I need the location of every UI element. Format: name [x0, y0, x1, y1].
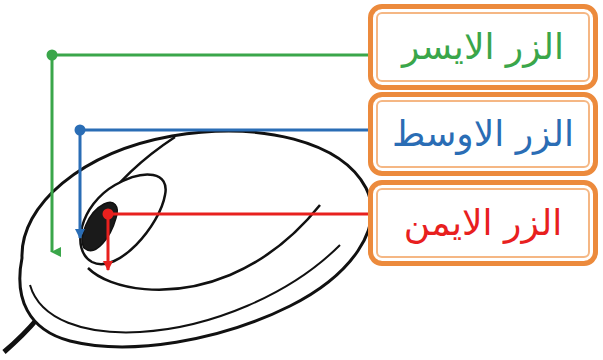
mouse-cable [4, 318, 38, 352]
label-box: الزر الاوسط [368, 92, 598, 176]
leader-dot [103, 209, 114, 220]
scroll-wheel [82, 202, 117, 250]
leader-line [108, 214, 368, 270]
leader-dot [47, 50, 58, 61]
button-label: الزر الايمن [404, 201, 562, 244]
leader-line [80, 130, 368, 238]
button-label: الزر الاوسط [392, 112, 574, 155]
leader-dot [75, 125, 86, 136]
mouse-body [20, 131, 372, 347]
label-box: الزر الايسر [368, 4, 598, 90]
button-label: الزر الايسر [402, 25, 564, 68]
label-box: الزر الايمن [368, 180, 598, 266]
leader-line [52, 55, 368, 252]
scroll-groove [80, 175, 165, 265]
